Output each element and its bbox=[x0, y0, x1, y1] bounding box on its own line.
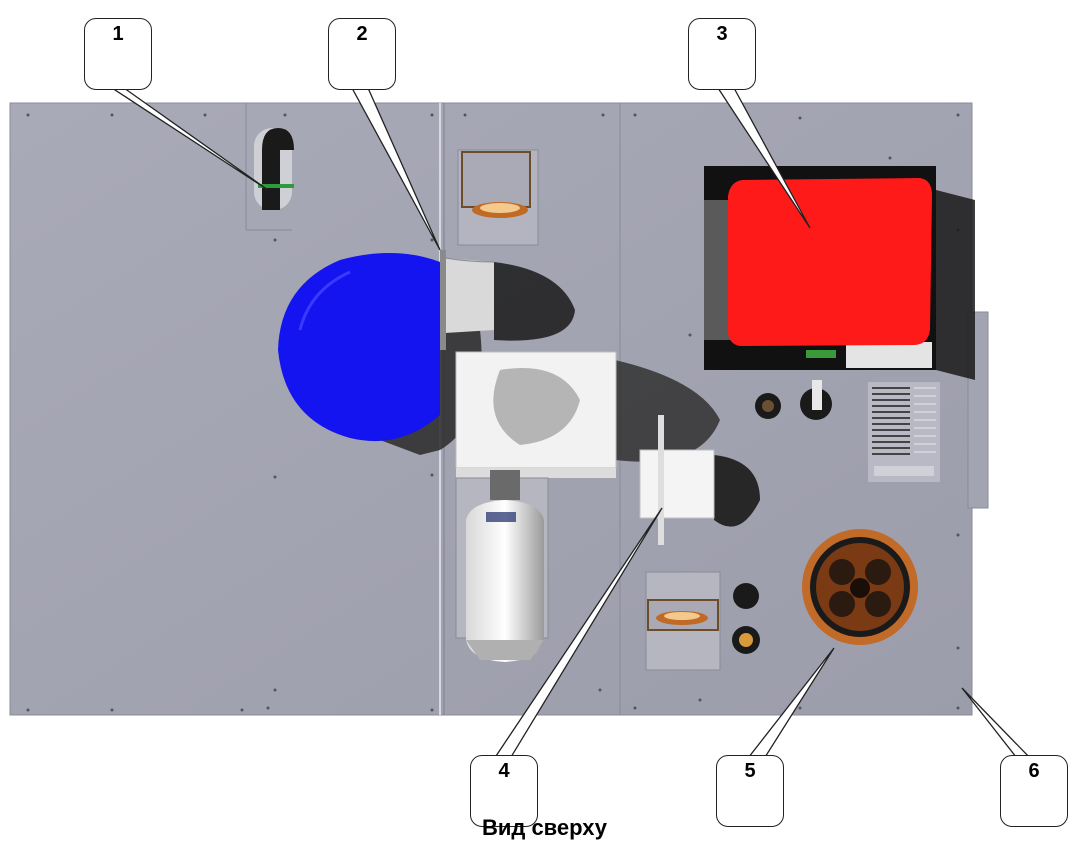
callout-5: 5 bbox=[716, 755, 784, 827]
inspection-window-top bbox=[457, 149, 539, 246]
white-bracket bbox=[639, 415, 760, 545]
white-housing bbox=[455, 351, 720, 478]
blue-fan-volute bbox=[278, 250, 575, 455]
callout-pointers bbox=[109, 87, 1036, 763]
callout-6: 6 bbox=[1000, 755, 1068, 827]
slotted-port bbox=[254, 128, 294, 210]
callout-5-number: 5 bbox=[744, 760, 756, 782]
vent-grille bbox=[868, 382, 940, 482]
connectors bbox=[732, 380, 832, 654]
motor bbox=[455, 470, 549, 662]
inspection-window-bottom bbox=[645, 571, 721, 671]
callout-6-number: 6 bbox=[1028, 760, 1040, 782]
callout-2: 2 bbox=[328, 18, 396, 90]
round-flange bbox=[802, 529, 918, 645]
callout-3-number: 3 bbox=[716, 23, 728, 45]
callout-1-number: 1 bbox=[112, 23, 124, 45]
callout-4-number: 4 bbox=[498, 760, 510, 782]
callout-1: 1 bbox=[84, 18, 152, 90]
figure-caption: Вид сверху bbox=[481, 815, 608, 840]
callout-3: 3 bbox=[688, 18, 756, 90]
callout-4: 4 bbox=[470, 755, 538, 827]
red-control-box bbox=[704, 166, 975, 380]
callout-2-number: 2 bbox=[356, 23, 368, 45]
